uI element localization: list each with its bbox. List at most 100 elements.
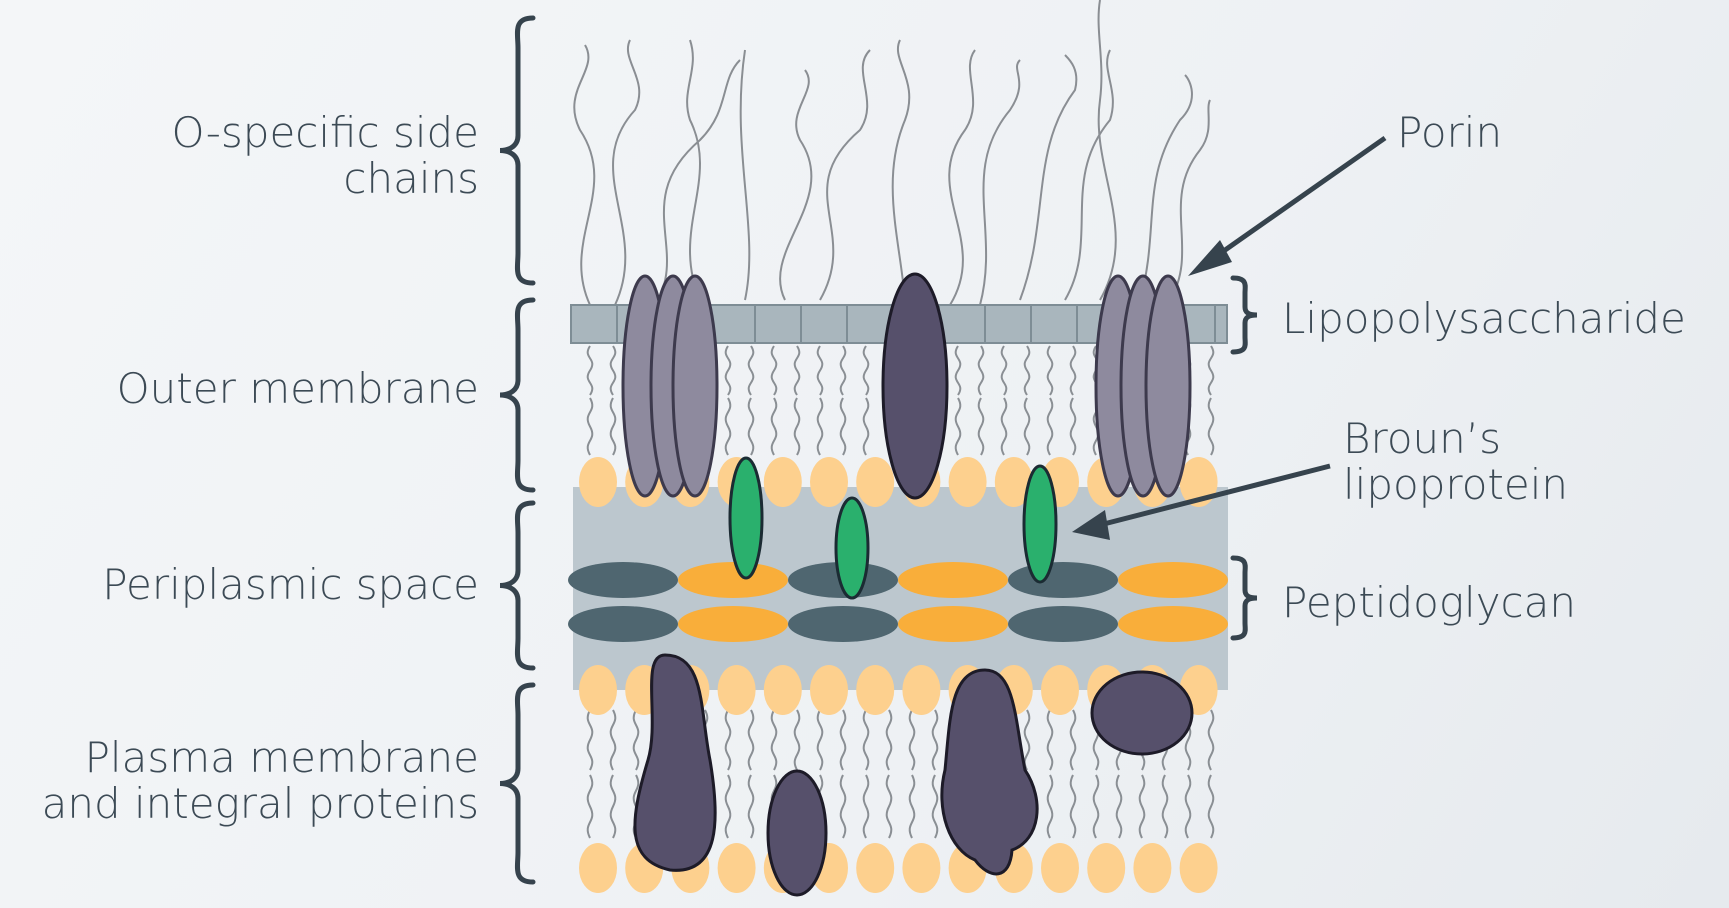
lipid-head-inner-lower — [579, 843, 617, 893]
o-side-chain — [741, 50, 750, 300]
lipid-head-inner-upper — [856, 665, 894, 715]
label-plasma-line1: Plasma membrane — [42, 735, 479, 781]
o-specific-side-chains — [574, 0, 1210, 305]
o-side-chain — [893, 40, 910, 300]
integral-protein-4 — [1092, 672, 1192, 754]
o-side-chain — [1099, 0, 1116, 300]
right-brace — [1233, 558, 1257, 638]
peptidoglycan-unit-upper — [568, 562, 678, 598]
inner-tail-upper — [818, 710, 823, 770]
outer-tail-lower — [818, 398, 823, 455]
outer-tail-upper — [1025, 346, 1030, 395]
lipid-head-inner-upper — [764, 665, 802, 715]
outer-tail-lower — [864, 398, 869, 455]
o-side-chain — [980, 60, 1020, 305]
inner-tail-upper — [795, 710, 800, 770]
left-brace — [500, 503, 533, 668]
lipid-head-inner-lower — [1041, 843, 1079, 893]
label-broun-line1: Broun’s — [1343, 416, 1568, 462]
o-side-chain — [687, 40, 700, 300]
left-brace — [500, 18, 533, 283]
label-porin: Porin — [1397, 110, 1502, 156]
outer-tail-upper — [1209, 346, 1214, 395]
outer-tail-lower — [726, 398, 731, 455]
porin-arrow-head — [1188, 240, 1232, 276]
label-peptidoglycan: Peptidoglycan — [1282, 580, 1576, 626]
porin-subunit-left — [673, 276, 717, 496]
lipid-head-inner-upper — [810, 665, 848, 715]
inner-tail-lower — [1048, 775, 1053, 838]
outer-tail-upper — [1071, 346, 1076, 395]
inner-tail-lower — [611, 775, 616, 838]
outer-tail-lower — [979, 398, 984, 455]
inner-tail-upper — [1209, 710, 1214, 770]
label-plasma-line2: and integral proteins — [42, 781, 479, 827]
left-brace — [500, 685, 533, 882]
label-periplasmic-text: Periplasmic space — [102, 562, 479, 608]
inner-tail-upper — [1071, 710, 1076, 770]
brouns-lipoprotein — [730, 458, 762, 578]
peptidoglycan-unit-lower — [568, 606, 678, 642]
inner-tail-lower — [1140, 775, 1145, 838]
outer-tail-upper — [588, 346, 593, 395]
outer-tail-upper — [772, 346, 777, 395]
peptidoglycan-unit-lower — [1008, 606, 1118, 642]
o-side-chain — [613, 40, 639, 305]
outer-tail-lower — [1002, 398, 1007, 455]
lipid-head-inner-upper — [579, 665, 617, 715]
left-brace — [500, 300, 533, 490]
inner-tail-lower — [1163, 775, 1168, 838]
label-outer-membrane: Outer membrane — [117, 366, 479, 412]
porin-arrow-line — [1208, 138, 1385, 262]
inner-tail-upper — [588, 710, 593, 770]
lipid-head-outer — [764, 457, 802, 507]
lipid-head-inner-lower — [718, 843, 756, 893]
label-peptidoglycan-text: Peptidoglycan — [1282, 580, 1576, 626]
outer-tail-lower — [1071, 398, 1076, 455]
inner-tail-lower — [864, 775, 869, 838]
inner-tail-upper — [841, 710, 846, 770]
inner-tail-lower — [1071, 775, 1076, 838]
inner-tail-upper — [772, 710, 777, 770]
outer-tail-lower — [588, 398, 593, 455]
outer-tail-upper — [864, 346, 869, 395]
inner-tail-upper — [887, 710, 892, 770]
outer-membrane-protein — [883, 274, 947, 498]
label-lipopolysaccharide: Lipopolysaccharide — [1282, 296, 1686, 342]
lipid-head-inner-lower — [902, 843, 940, 893]
peptidoglycan-unit-upper — [678, 562, 788, 598]
peptidoglycan-unit-lower — [678, 606, 788, 642]
outer-tail-upper — [818, 346, 823, 395]
lipid-head-outer — [810, 457, 848, 507]
inner-tail-upper — [910, 710, 915, 770]
integral-protein-2 — [768, 771, 826, 895]
lipid-head-outer — [856, 457, 894, 507]
lipid-head-inner-lower — [1087, 843, 1125, 893]
inner-tail-upper — [1025, 710, 1030, 770]
brouns-lipoprotein — [836, 498, 868, 598]
label-o-chains-line2: chains — [172, 156, 479, 202]
porin-subunit-right — [1146, 276, 1190, 496]
o-side-chain — [949, 50, 975, 305]
lipid-head-outer — [579, 457, 617, 507]
inner-tail-lower — [841, 775, 846, 838]
outer-tail-upper — [726, 346, 731, 395]
label-broun-line2: lipoprotein — [1343, 462, 1568, 508]
lipid-head-inner-upper — [718, 665, 756, 715]
label-periplasmic-space: Periplasmic space — [102, 562, 479, 608]
inner-tail-lower — [1186, 775, 1191, 838]
label-outer-membrane-text: Outer membrane — [117, 366, 479, 412]
inner-tail-lower — [933, 775, 938, 838]
outer-tail-upper — [1002, 346, 1007, 395]
peptidoglycan-unit-lower — [1118, 606, 1228, 642]
o-side-chain — [780, 70, 811, 300]
outer-tail-upper — [795, 346, 800, 395]
peptidoglycan-unit-lower — [898, 606, 1008, 642]
o-side-chain — [1140, 75, 1192, 300]
outer-tail-lower — [772, 398, 777, 455]
lipid-head-inner-lower — [856, 843, 894, 893]
outer-tail-lower — [841, 398, 846, 455]
outer-tail-upper — [611, 346, 616, 395]
inner-tail-upper — [864, 710, 869, 770]
